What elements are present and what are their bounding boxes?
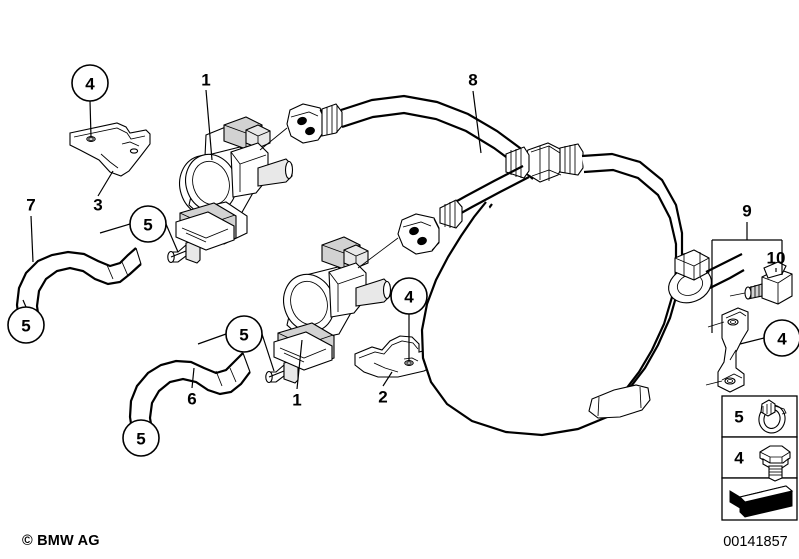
legend-number-5: 5 <box>734 408 743 427</box>
callout-5-valve2-circle <box>225 315 263 353</box>
callout-5-hose7: 5 <box>7 306 45 344</box>
label-10-clamp: 10 <box>767 249 786 268</box>
callout-4-bracket3: 4 <box>71 64 109 102</box>
legend-box: 5 4 <box>721 395 798 521</box>
callout-4-bracket9-text: 4 <box>777 330 787 349</box>
label-1-lower-valve: 1 <box>292 391 301 410</box>
label-6-hose: 6 <box>187 390 196 409</box>
label-9-bracket: 9 <box>742 202 751 221</box>
callout-5-hose7-text: 5 <box>21 317 30 336</box>
leader-callout-5-hose7 <box>22 299 27 308</box>
part-bracket-9 <box>705 307 749 393</box>
leader-callout-5-valve1-b <box>99 223 131 234</box>
callout-5-valve1: 5 <box>129 205 167 243</box>
callout-4-bracket2-circle <box>390 277 428 315</box>
arrow-pointer-icon <box>729 485 794 518</box>
callout-group: 4 5 5 5 5 4 4 <box>7 64 799 457</box>
leader-label-6 <box>191 367 195 389</box>
callout-4-bracket3-text: 4 <box>85 75 95 94</box>
label-7-hose: 7 <box>26 196 35 215</box>
callout-4-bracket9: 4 <box>763 319 799 357</box>
leader-callout-4-bracket3 <box>89 100 92 138</box>
callout-4-bracket2: 4 <box>390 277 428 315</box>
copyright-notice: © BMW AG <box>22 533 100 549</box>
leader-callout-4-bracket9 <box>739 337 765 345</box>
part-valve-1-upper <box>167 116 294 264</box>
hose-clamp-icon <box>758 399 787 434</box>
part-line-8 <box>259 94 745 437</box>
callout-4-bracket2-text: 4 <box>404 288 414 307</box>
leader-label-3 <box>97 170 114 197</box>
leader-label-1-upper <box>205 89 213 161</box>
label-8-line: 8 <box>468 71 477 90</box>
diagram-id-number: 00141857 <box>723 534 788 550</box>
leader-label-1-lower <box>296 339 303 390</box>
label-2-bracket: 2 <box>378 388 387 407</box>
callout-5-hose6-text: 5 <box>136 430 145 449</box>
callout-5-hose6-circle <box>122 419 160 457</box>
callout-5-valve2: 5 <box>225 315 263 353</box>
callout-5-hose7-circle <box>7 306 45 344</box>
label-1-upper-valve: 1 <box>201 71 210 90</box>
leader-callout-5-valve2-b <box>197 333 227 345</box>
hex-bolt-icon <box>759 445 791 482</box>
leader-label-7 <box>30 215 34 263</box>
part-clamp-10 <box>729 261 793 305</box>
part-valve-1-lower <box>265 236 392 384</box>
label-3-bracket: 3 <box>93 196 102 215</box>
loop-clamp-fitting <box>668 249 712 304</box>
callout-5-hose6: 5 <box>122 419 160 457</box>
leader-callout-5-valve1-a <box>165 223 179 253</box>
part-hose-6 <box>128 352 251 448</box>
part-hose-7 <box>15 247 142 335</box>
legend-number-4: 4 <box>734 449 744 468</box>
callout-5-valve1-text: 5 <box>143 216 152 235</box>
callout-5-valve1-circle <box>129 205 167 243</box>
callout-5-valve2-text: 5 <box>239 326 248 345</box>
leader-label-8 <box>472 90 482 154</box>
leader-callout-5-valve2-a <box>261 333 275 372</box>
callout-4-bracket9-circle <box>763 319 799 357</box>
part-label-group: 1 3 7 8 9 10 1 2 6 <box>26 71 785 410</box>
leader-label-2 <box>382 371 393 387</box>
part-bracket-3 <box>69 122 151 177</box>
callout-4-bracket3-circle <box>71 64 109 102</box>
